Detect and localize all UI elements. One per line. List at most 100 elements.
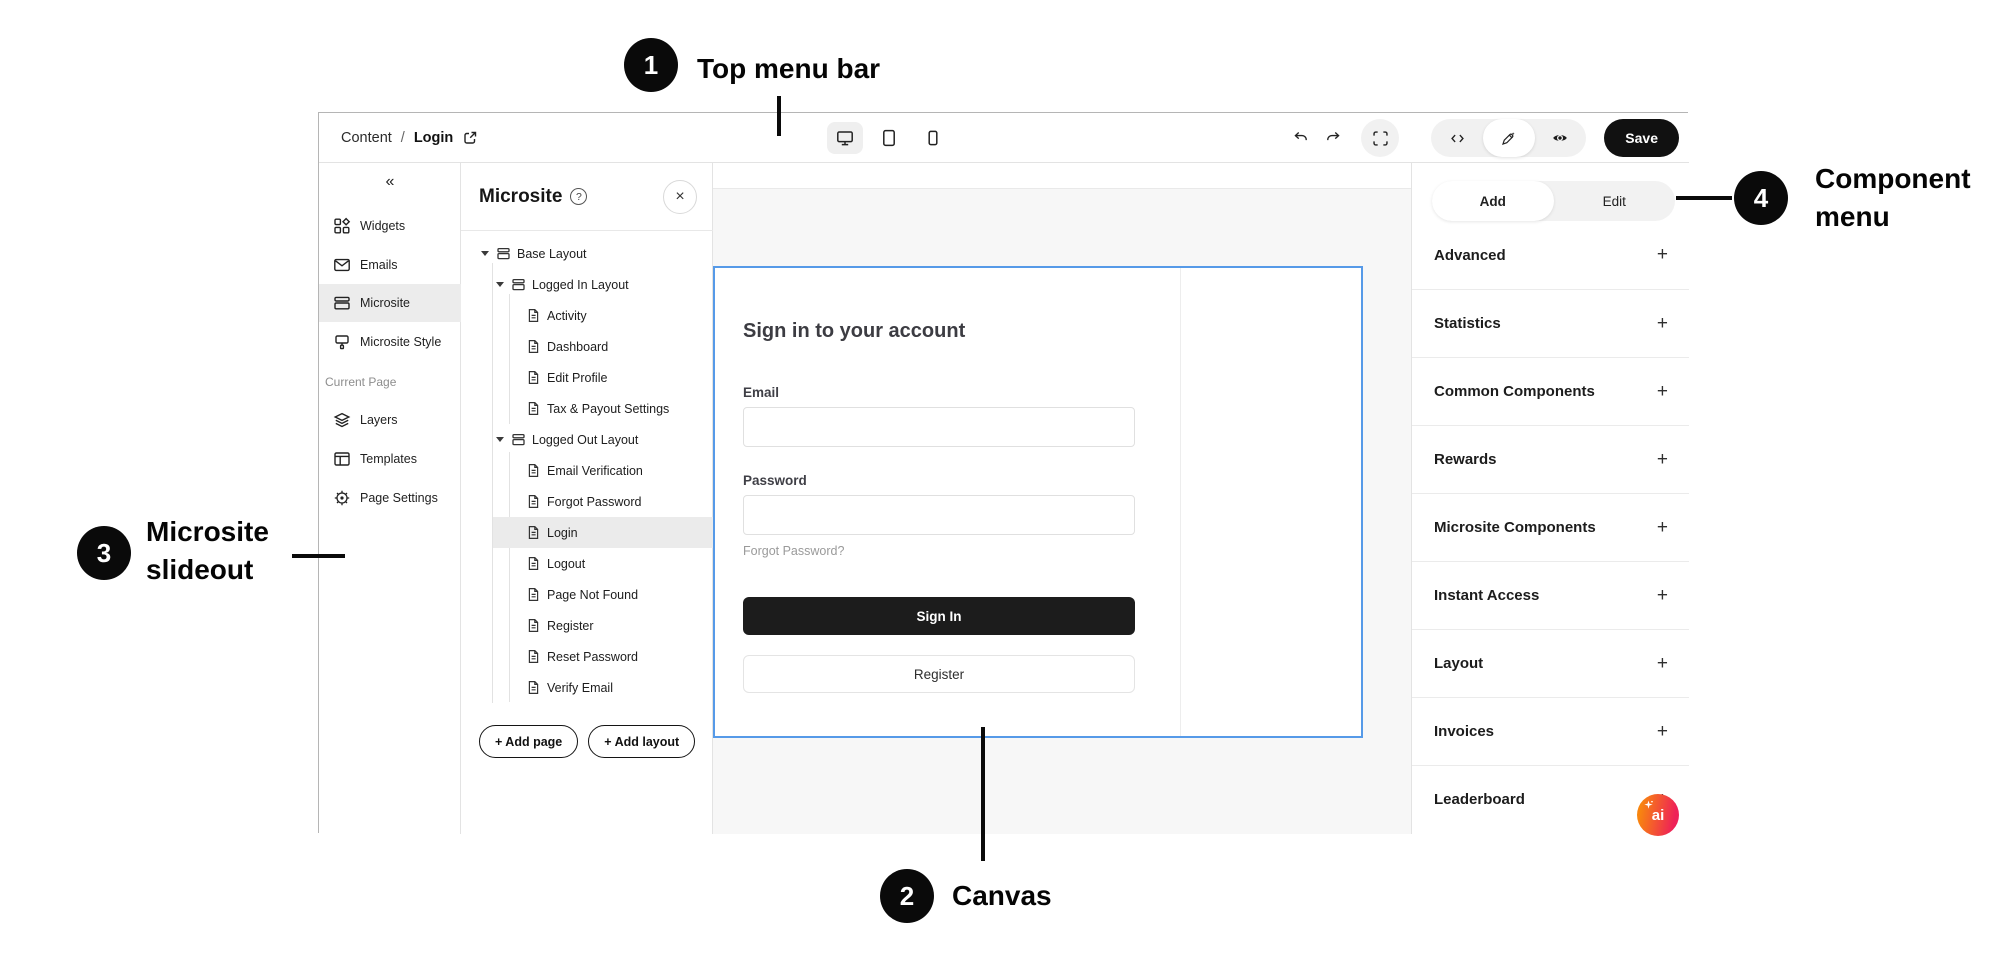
tree-item-label: Login — [547, 525, 578, 540]
external-link-icon[interactable] — [462, 130, 478, 146]
accordion-section-statistics[interactable]: Statistics + — [1412, 289, 1689, 357]
redo-button[interactable] — [1317, 122, 1349, 154]
register-button[interactable]: Register — [743, 655, 1135, 693]
code-view-button[interactable] — [1431, 119, 1483, 157]
component-accordion: Advanced + Statistics + Common Component… — [1412, 221, 1689, 833]
close-panel-button[interactable]: × — [663, 179, 697, 214]
sidebar-item-emails[interactable]: Emails — [319, 246, 461, 284]
tree-item-forgot-password[interactable]: Forgot Password — [461, 486, 713, 517]
forgot-password-link[interactable]: Forgot Password? — [743, 544, 845, 558]
accordion-section-microsite-components[interactable]: Microsite Components + — [1412, 493, 1689, 561]
tree-item-activity[interactable]: Activity — [461, 300, 713, 331]
tree-item-email-verification[interactable]: Email Verification — [461, 455, 713, 486]
plus-icon[interactable]: + — [1656, 244, 1668, 265]
breadcrumb-page: Login — [413, 130, 454, 146]
component-menu-tabs: Add Edit — [1432, 181, 1675, 221]
callout-label-component-menu: Component menu — [1815, 160, 1971, 236]
sidebar-item-label: Microsite — [360, 296, 411, 310]
preview-button[interactable] — [1535, 119, 1587, 157]
tree-item-edit-profile[interactable]: Edit Profile — [461, 362, 713, 393]
callout-label-top-menu-bar: Top menu bar — [697, 53, 881, 84]
plus-icon[interactable]: + — [1656, 652, 1668, 674]
chevron-down-icon[interactable] — [496, 437, 504, 442]
ai-badge-label: ai — [1651, 806, 1665, 824]
fit-to-screen-button[interactable] — [1361, 119, 1400, 157]
breadcrumb-section[interactable]: Content — [341, 130, 392, 146]
callout-circle-1: 1 — [624, 38, 678, 92]
templates-icon — [333, 450, 351, 468]
tab-add[interactable]: Add — [1432, 181, 1554, 221]
ai-assistant-badge[interactable]: ai — [1637, 794, 1679, 836]
plus-icon[interactable]: + — [1656, 448, 1668, 470]
tree-item-label: Activity — [547, 308, 587, 323]
selection-frame-icon — [1371, 129, 1390, 148]
tablet-preview-button[interactable] — [871, 122, 907, 154]
tree-guide-line — [492, 263, 493, 703]
section-title: Leaderboard — [1434, 791, 1525, 808]
design-view-button[interactable] — [1482, 119, 1535, 157]
sidebar-item-label: Widgets — [360, 219, 406, 233]
save-button[interactable]: Save — [1604, 119, 1679, 157]
callout-line-canvas — [981, 727, 985, 861]
sidebar-item-microsite[interactable]: Microsite — [319, 284, 461, 322]
tree-item-logged-in-layout[interactable]: Logged In Layout — [461, 269, 713, 300]
tree-item-reset-password[interactable]: Reset Password — [461, 641, 713, 672]
password-field[interactable] — [743, 495, 1135, 535]
component-menu: Add Edit Advanced + Statistics + Common … — [1411, 163, 1689, 834]
tree-item-label: Email Verification — [547, 463, 643, 478]
tree-item-base-layout[interactable]: Base Layout — [461, 238, 713, 269]
device-preview-toggles — [827, 113, 951, 163]
current-page-section-label: Current Page — [325, 375, 397, 389]
tab-edit[interactable]: Edit — [1602, 193, 1626, 209]
design-wand-icon — [1500, 130, 1517, 147]
tree-item-dashboard[interactable]: Dashboard — [461, 331, 713, 362]
canvas[interactable]: Sign in to your account Email Password F… — [713, 163, 1411, 834]
help-icon[interactable]: ? — [570, 188, 588, 205]
plus-icon[interactable]: + — [1656, 584, 1668, 606]
page-icon — [526, 587, 541, 602]
tree-item-login[interactable]: Login — [461, 517, 713, 548]
desktop-preview-button[interactable] — [827, 122, 863, 154]
chevron-down-icon[interactable] — [496, 282, 504, 287]
plus-icon[interactable]: + — [1656, 312, 1668, 334]
tree-item-tax-payout-settings[interactable]: Tax & Payout Settings — [461, 393, 713, 424]
layout-icon — [511, 277, 526, 292]
tree-item-logout[interactable]: Logout — [461, 548, 713, 579]
tree-item-verify-email[interactable]: Verify Email — [461, 672, 713, 703]
tree-item-register[interactable]: Register — [461, 610, 713, 641]
plus-icon[interactable]: + — [1656, 380, 1668, 402]
accordion-section-common-components[interactable]: Common Components + — [1412, 357, 1689, 425]
sign-in-button[interactable]: Sign In — [743, 597, 1135, 635]
sidebar-item-layers[interactable]: Layers — [319, 401, 461, 439]
accordion-section-rewards[interactable]: Rewards + — [1412, 425, 1689, 493]
section-title: Instant Access — [1434, 587, 1540, 604]
tree-guide-line — [509, 294, 510, 424]
callout-label-canvas: Canvas — [952, 880, 1052, 911]
sidebar-item-microsite-style[interactable]: Microsite Style — [319, 323, 461, 361]
accordion-section-invoices[interactable]: Invoices + — [1412, 697, 1689, 765]
sidebar-item-widgets[interactable]: Widgets — [319, 207, 461, 245]
plus-icon[interactable]: + — [1656, 720, 1668, 742]
tree-item-logged-out-layout[interactable]: Logged Out Layout — [461, 424, 713, 455]
mobile-preview-button[interactable] — [915, 122, 951, 154]
sidebar-item-templates[interactable]: Templates — [319, 440, 461, 478]
tree-guide-line — [509, 452, 510, 702]
collapse-sidebar-button[interactable]: « — [385, 173, 395, 190]
tree-item-label: Logged Out Layout — [532, 432, 639, 447]
microsite-slideout: Microsite ? × Base Layout Logged In Layo… — [461, 163, 713, 834]
accordion-section-layout[interactable]: Layout + — [1412, 629, 1689, 697]
undo-button[interactable] — [1285, 122, 1317, 154]
accordion-section-instant-access[interactable]: Instant Access + — [1412, 561, 1689, 629]
sidebar-item-label: Page Settings — [360, 491, 438, 505]
selected-section[interactable]: Sign in to your account Email Password F… — [713, 266, 1363, 738]
chevron-down-icon[interactable] — [481, 251, 489, 256]
sidebar-item-page-settings[interactable]: Page Settings — [319, 479, 461, 517]
email-field[interactable] — [743, 407, 1135, 447]
plus-icon[interactable]: + — [1656, 516, 1668, 538]
add-page-button[interactable]: + Add page — [479, 725, 579, 758]
section-column-divider — [1180, 268, 1181, 736]
tree-item-page-not-found[interactable]: Page Not Found — [461, 579, 713, 610]
add-layout-button[interactable]: + Add layout — [588, 725, 696, 758]
accordion-section-advanced[interactable]: Advanced + — [1412, 221, 1689, 289]
